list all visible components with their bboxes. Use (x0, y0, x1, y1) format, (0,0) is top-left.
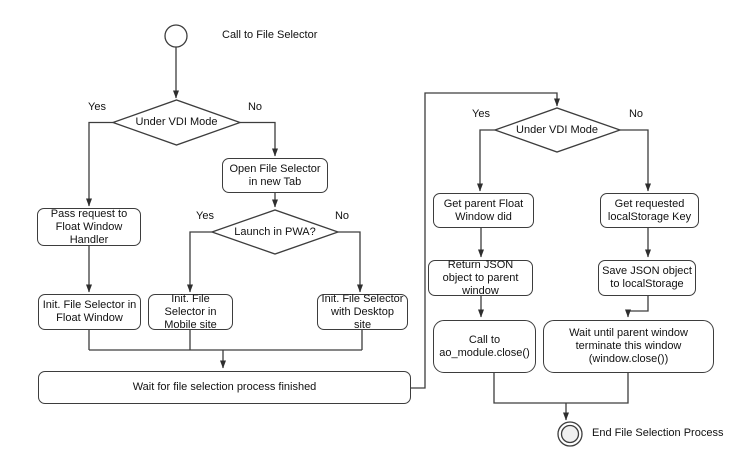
process-open-file-selector-in-new-tab: Open File Selector in new Tab (222, 158, 328, 193)
edge-savejson-to-waitterm (625, 296, 649, 318)
edge-vdi1-yes (86, 121, 113, 207)
process-return-json-object-to-parent-window: Return JSON object to parent window (428, 259, 533, 297)
decision-under-vdi-mode-right-label: Under VDI Mode (516, 124, 598, 136)
edge-wait-to-vdi2 (410, 92, 560, 389)
process-wait-for-file-selection-finished: Wait for file selection process finished (38, 371, 411, 404)
decision-under-vdi-mode-left-shape (111, 99, 242, 146)
decision-launch-in-pwa-label: Launch in PWA? (234, 226, 316, 238)
edge-vdi2-no (620, 129, 651, 192)
process-init-file-selector-in-mobile-site: Init. File Selector in Mobile site (148, 293, 233, 331)
merge-lines-left (88, 330, 363, 351)
start-circle (164, 24, 188, 48)
end-circle-inner (560, 424, 580, 444)
branch-yes-vdi1: Yes (88, 101, 106, 113)
edge-pwa-yes (187, 231, 212, 293)
process-get-requested-localstorage-key: Get requested localStorage Key (600, 193, 699, 228)
branch-yes-vdi2: Yes (472, 108, 490, 120)
edge-vdi2-yes (477, 129, 495, 192)
start-label: Call to File Selector (222, 29, 318, 41)
end-label: End File Selection Process (592, 427, 724, 439)
process-get-parent-float-window-did: Get parent Float Window did (433, 193, 534, 228)
decision-under-vdi-mode-right-shape (493, 107, 622, 153)
process-save-json-object-to-localstorage: Save JSON object to localStorage (598, 260, 696, 296)
branch-no-vdi1: No (247, 101, 263, 113)
process-init-file-selector-in-float-window: Init. File Selector in Float Window (38, 294, 141, 330)
edge-vdi1-no (240, 121, 278, 157)
branch-no-pwa: No (334, 210, 350, 222)
merge-lines-right (493, 373, 629, 404)
decision-under-vdi-mode-left-label: Under VDI Mode (135, 116, 218, 128)
process-init-file-selector-with-desktop-site: Init. File Selector with Desktop site (317, 293, 408, 331)
process-wait-until-parent-window-terminate: Wait until parent window terminate this … (543, 320, 714, 373)
edge-pwa-no (338, 231, 363, 293)
decision-launch-in-pwa-shape (210, 209, 340, 255)
branch-no-vdi2: No (628, 108, 644, 120)
process-pass-request-to-float-window-handler: Pass request to Float Window Handler (37, 208, 141, 246)
process-call-to-ao-module-close: Call to ao_module.close() (433, 320, 536, 373)
branch-yes-pwa: Yes (196, 210, 214, 222)
